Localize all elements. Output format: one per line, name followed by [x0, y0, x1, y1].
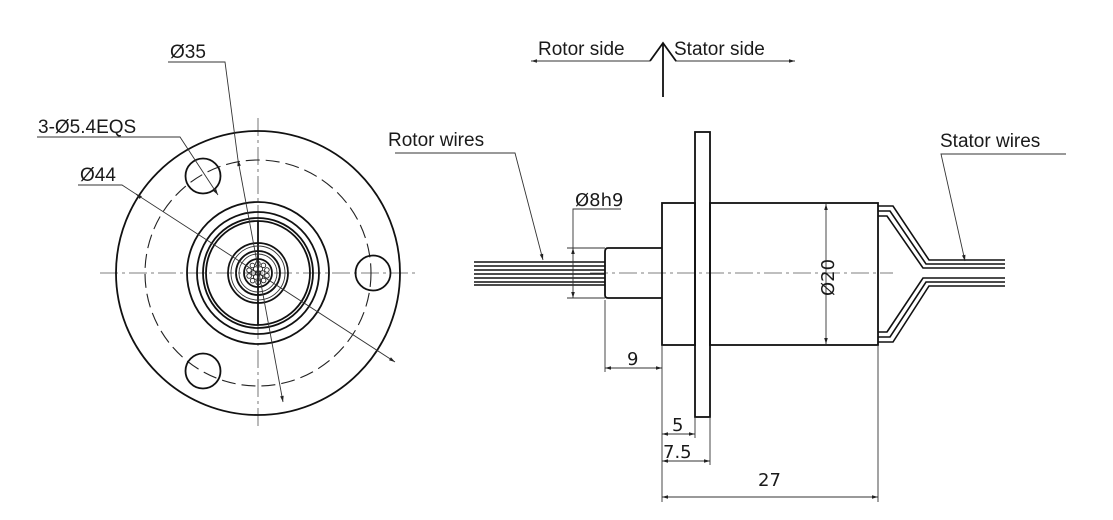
dimension-line-shaft-diameter — [572, 208, 621, 248]
label-flange-outer: 7.5 — [663, 442, 692, 463]
mount-hole — [354, 254, 392, 292]
stator-housing — [709, 202, 879, 346]
wire-dot — [264, 267, 270, 273]
mount-hole — [184, 352, 222, 390]
wire-dot — [249, 277, 256, 284]
label-bolt-circle: Ø35 — [170, 42, 206, 63]
side-view: Rotor side Stator side — [388, 39, 1066, 502]
wire-dot — [249, 262, 256, 269]
front-collar — [661, 202, 696, 346]
leader-outer-flange — [78, 184, 396, 363]
label-body-diameter: Ø20 — [818, 259, 839, 296]
front-view: Ø35 3-Ø5.4EQS Ø44 — [37, 42, 418, 430]
wire-dot — [246, 273, 252, 279]
dimension-line-bolt-circle — [237, 159, 284, 403]
rotor-shaft — [604, 247, 662, 299]
label-overall-length: 27 — [758, 470, 781, 491]
label-stator-wires: Stator wires — [940, 131, 1040, 152]
label-mount-holes: 3-Ø5.4EQS — [38, 117, 136, 138]
mounting-flange — [694, 131, 711, 418]
leader-rotor-wires — [395, 152, 544, 261]
label-flange-offset: 5 — [672, 415, 683, 436]
leader-bolt-circle — [168, 61, 239, 161]
label-shaft-length: 9 — [627, 349, 638, 370]
leader-stator-wires — [940, 153, 1066, 262]
rotor-wires — [474, 261, 605, 286]
label-outer-flange: Ø44 — [80, 165, 116, 186]
label-stator-side: Stator side — [674, 39, 765, 60]
wire-dot — [260, 277, 267, 284]
outer-flange-circle — [115, 130, 401, 416]
dimension-line-outer-flange — [135, 193, 142, 200]
mount-hole — [184, 157, 222, 195]
wire-dot — [260, 262, 267, 269]
wire-dot — [264, 273, 270, 279]
label-rotor-wires: Rotor wires — [388, 130, 484, 151]
label-rotor-side: Rotor side — [538, 39, 625, 60]
label-shaft-diameter: Ø8h9 — [575, 190, 623, 211]
leader-mount-holes — [37, 136, 219, 196]
stator-wires — [878, 205, 1005, 343]
